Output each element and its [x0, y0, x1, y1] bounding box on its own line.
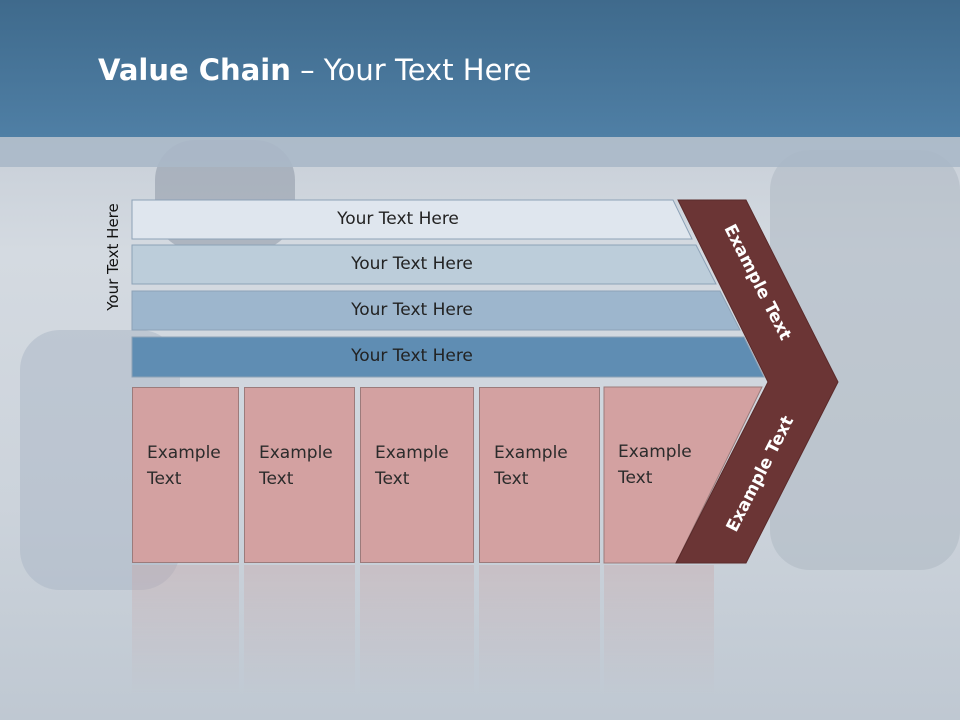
row-2: Your Text Here [132, 245, 700, 283]
slide-title: Value Chain – Your Text Here [98, 53, 532, 87]
reflection-box-3 [360, 565, 474, 695]
reflection [0, 565, 960, 720]
reflection-box-4 [479, 565, 600, 695]
row-2-label: Your Text Here [351, 254, 473, 274]
reflection-box-2 [244, 565, 355, 695]
row-1-label: Your Text Here [337, 209, 459, 229]
row-4: Your Text Here [132, 337, 700, 375]
reflection-box-5 [604, 565, 714, 695]
row-shape-3 [131, 290, 741, 331]
row-3-label: Your Text Here [351, 300, 473, 320]
row-1: Your Text Here [132, 200, 672, 238]
reflection-box-1 [132, 565, 239, 695]
row-3: Your Text Here [132, 291, 700, 329]
row-4-label: Your Text Here [351, 346, 473, 366]
chevron-arrow [675, 199, 839, 564]
row-shape-4 [131, 336, 765, 378]
row-shape-1 [131, 199, 693, 240]
slide-header [0, 0, 960, 137]
header-strip [0, 137, 960, 167]
row-shape-2 [131, 244, 717, 285]
